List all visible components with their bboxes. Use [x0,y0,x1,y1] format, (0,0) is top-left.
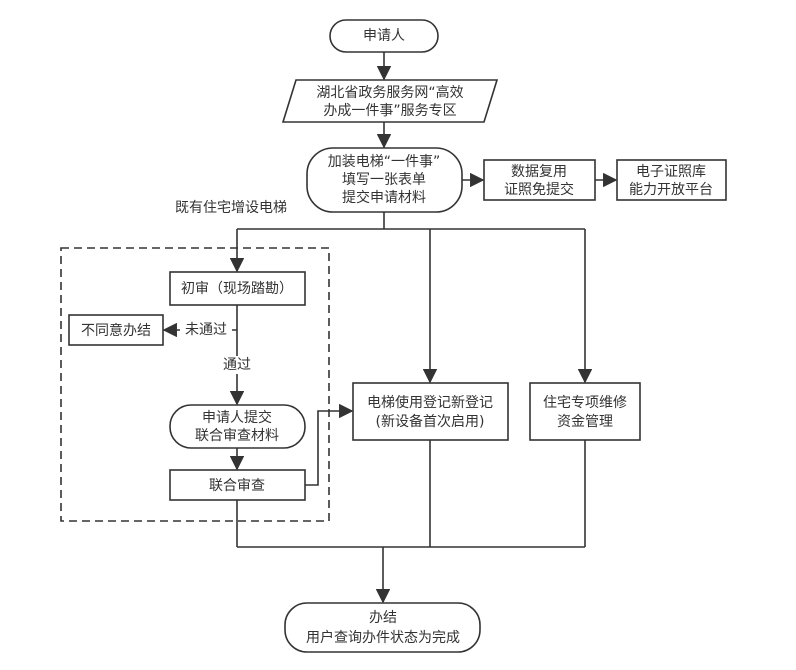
node-elevator-registration[interactable]: 电梯使用登记新登记 (新设备首次启用) [352,382,509,441]
node-submit[interactable]: 加装电梯“一件事” 填写一张表单 提交申请材料 [306,147,463,213]
edge-label-pass: 通过 [223,357,251,373]
node-initial-review-text: 初审（现场踏勘） [181,280,293,297]
node-complete-line2: 用户查询办件状态为完成 [306,629,460,646]
node-complete-line1: 办结 [369,610,397,626]
group-boundary [60,247,330,522]
node-maintenance-fund[interactable]: 住宅专项维修 资金管理 [529,382,641,441]
node-initial-review[interactable]: 初审（现场踏勘） [169,271,306,306]
fail-label-bg [180,321,232,339]
node-data-reuse-line1: 数据复用 [511,163,567,180]
node-portal-line2: 办成一件事”服务专区 [323,103,456,119]
node-applicant-text: 申请人 [363,28,405,44]
edge-label-fail: 未通过 [185,322,227,338]
node-e-license[interactable]: 电子证照库 能力开放平台 [616,159,727,201]
node-data-reuse[interactable]: 数据复用 证照免提交 [483,159,596,201]
edge-joint-registration [305,403,354,486]
node-elevator-registration-line1: 电梯使用登记新登记 [367,394,493,411]
node-submit-line1: 加装电梯“一件事” [328,154,441,170]
node-submit-joint[interactable]: 申请人提交 联合审查材料 [169,404,306,449]
group-label: 既有住宅增设电梯 [175,200,287,216]
node-data-reuse-line2: 证照免提交 [504,181,574,198]
node-joint-review-text: 联合审查 [209,478,265,494]
node-e-license-line1: 电子证照库 [636,164,706,180]
node-portal-line1: 湖北省政务服务网“高效 [316,84,463,101]
node-e-license-line2: 能力开放平台 [629,182,713,198]
node-reject[interactable]: 不同意办结 [68,314,164,346]
pass-label-bg [220,356,254,374]
node-portal[interactable]: 湖北省政务服务网“高效 办成一件事”服务专区 [281,79,499,123]
node-elevator-registration-line2: (新设备首次启用) [376,413,485,430]
node-maintenance-fund-line1: 住宅专项维修 [543,395,627,411]
node-submit-joint-line2: 联合审查材料 [195,428,279,444]
node-applicant[interactable]: 申请人 [329,19,439,53]
node-submit-line2: 填写一张表单 [342,172,426,188]
node-maintenance-fund-line2: 资金管理 [557,414,613,430]
node-submit-joint-line1: 申请人提交 [202,409,272,426]
node-reject-text: 不同意办结 [81,322,151,339]
node-joint-review[interactable]: 联合审查 [169,469,306,501]
node-complete[interactable]: 办结 用户查询办件状态为完成 [284,602,481,653]
node-submit-line3: 提交申请材料 [342,189,426,206]
